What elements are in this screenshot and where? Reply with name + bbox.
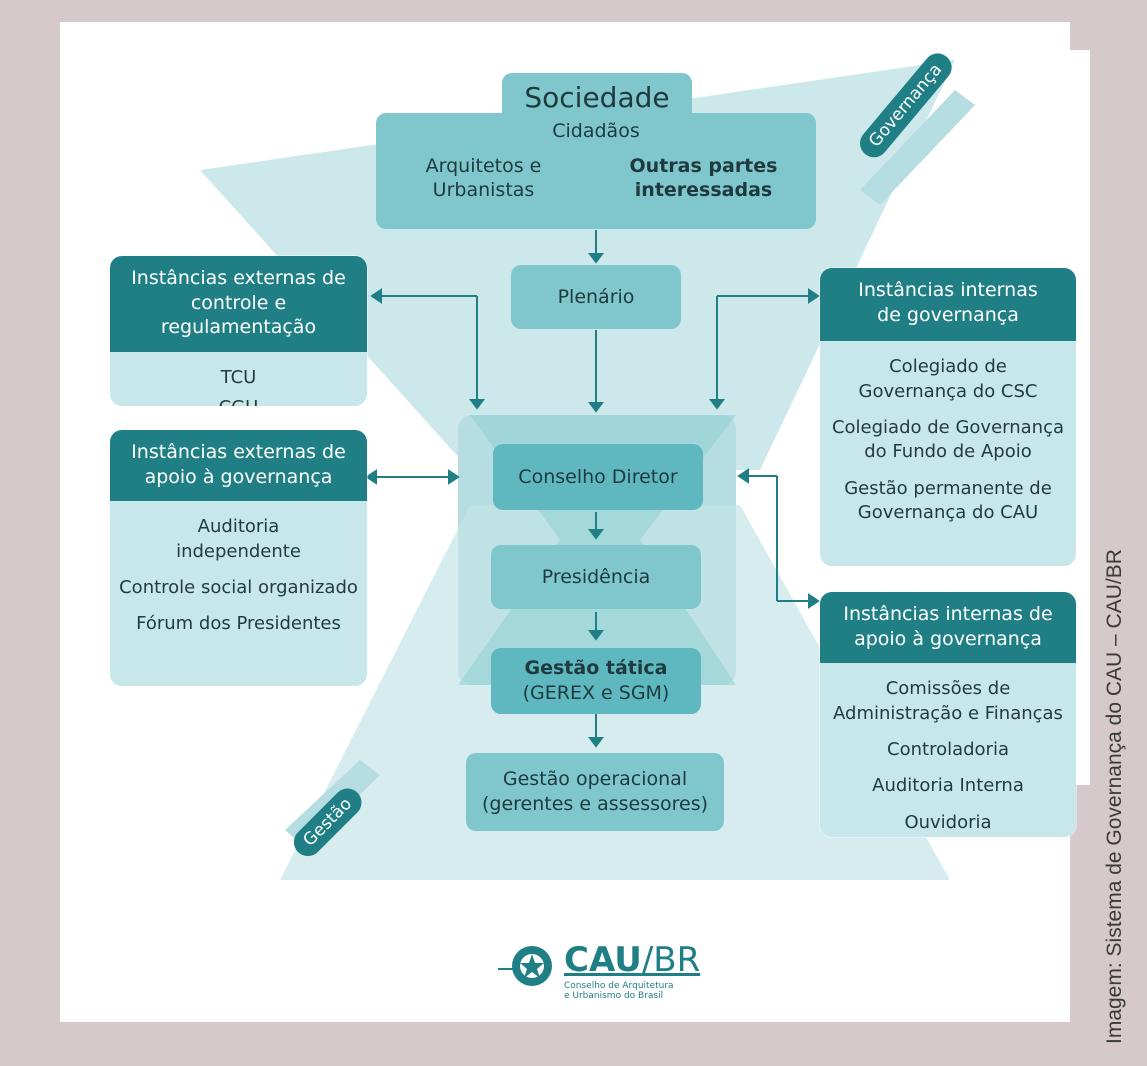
panel-externas-apoio-title: Instâncias externas de apoio à governanç… [110,430,367,502]
logo-suffix: /BR [641,940,701,980]
brasil-emblem-icon [498,946,552,986]
panel-item: Fórum dos Presidentes [136,613,341,635]
gestao-operacional-box: Gestão operacional (gerentes e assessore… [466,753,724,831]
conselho-diretor-box: Conselho Diretor [493,444,703,510]
gestao-tatica-box: Gestão tática (GEREX e SGM) [491,648,701,714]
panel-internas-governanca: Instâncias internas de governança Colegi… [820,268,1076,566]
sociedade-box: Cidadãos Arquitetos e Urbanistas Outras … [376,113,816,229]
gestao-tatica-label: Gestão tática [524,657,668,680]
conselho-diretor-label: Conselho Diretor [518,465,678,488]
panel-externas-controle-title: Instâncias externas de controle e regula… [110,256,367,353]
image-credit: Imagem: Sistema de Governança do CAU – C… [1103,549,1126,1044]
panel-item: Gestão permanente de Governança do CAU [844,477,1052,523]
gestao-operacional-label: Gestão operacional [502,768,688,791]
panel-externas-apoio: Instâncias externas de apoio à governanç… [110,430,367,686]
gestao-tatica-sub: (GEREX e SGM) [522,682,670,704]
sociedade-title: Sociedade [524,80,670,114]
plenario-label: Plenário [557,285,635,308]
panel-item: CGU [116,396,361,406]
panel-item: Auditoria independente [176,516,301,562]
logo-name: CAU [564,940,642,980]
panel-externas-controle: Instâncias externas de controle e regula… [110,256,367,406]
presidencia-label: Presidência [541,565,651,588]
panel-item: TCU [220,367,257,389]
logo-line2: e Urbanismo do Brasil [564,990,664,1001]
arquitetos-label: Arquitetos e Urbanistas [425,154,542,202]
gestao-operacional-sub: (gerentes e assessores) [481,793,709,815]
plenario-box: Plenário [511,265,681,329]
outras-partes-label: Outras partes interessadas [629,154,778,202]
panel-item: Colegiado de Governança do CSC [858,356,1038,402]
panel-internas-apoio-title: Instâncias internas de apoio à governanç… [820,592,1076,664]
panel-item: Colegiado de Governança do Fundo de Apoi… [831,416,1065,463]
panel-internas-apoio: Instâncias internas de apoio à governanç… [820,592,1076,837]
logo-line1: Conselho de Arquitetura [564,981,674,991]
panel-item: Controle social organizado [119,576,358,598]
panel-internas-governanca-title: Instâncias internas de governança [820,268,1076,342]
panel-item: Controladoria [887,738,1009,760]
panel-item: Auditoria Interna [872,775,1024,797]
cau-logo: CAU/BR Conselho de Arquitetura e Urbanis… [498,936,718,1006]
cidadaos-label: Cidadãos [552,120,640,142]
presidencia-box: Presidência [491,545,701,609]
panel-item: Comissões de Administração e Finanças [833,678,1063,724]
panel-item: Ouvidoria [904,811,992,833]
